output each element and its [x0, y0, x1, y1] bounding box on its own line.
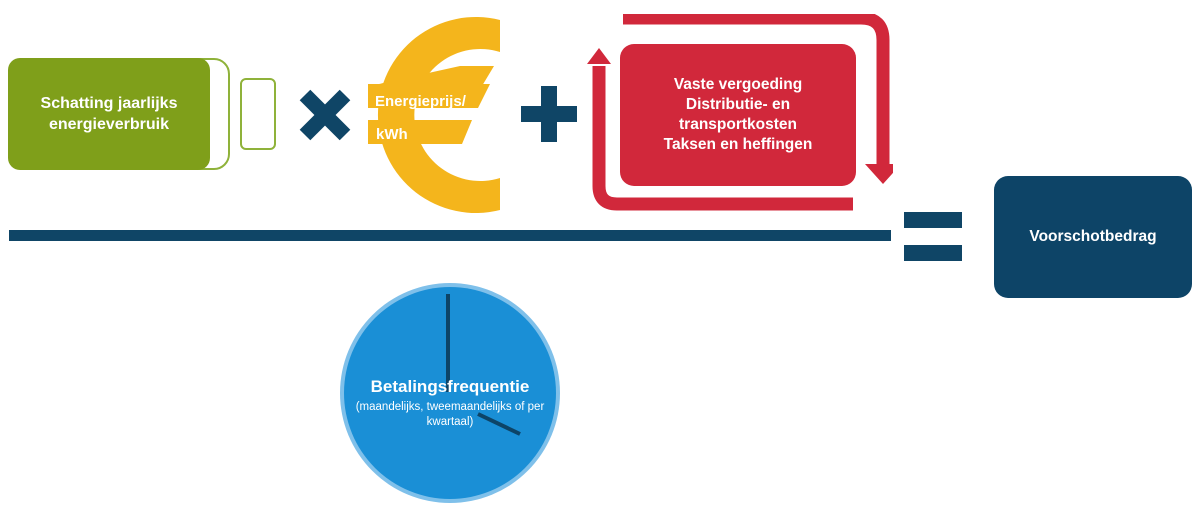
consumption-box: Schatting jaarlijks energieverbruik — [8, 58, 210, 170]
cycle-arrows-icon — [587, 14, 893, 211]
energy-price-line1: Energieprijs/ — [375, 93, 466, 110]
fixed-costs-line: transportkosten — [679, 116, 797, 133]
result-box: Voorschotbedrag — [994, 176, 1192, 298]
fixed-costs-box: Vaste vergoeding Distributie- en transpo… — [620, 44, 856, 186]
result-label: Voorschotbedrag — [1029, 228, 1157, 245]
equals-icon — [904, 245, 962, 261]
payment-frequency-subtitle: (maandelijks, tweemaandelijks of per kwa… — [355, 401, 545, 428]
consumption-label: Schatting jaarlijks energieverbruik — [40, 95, 178, 133]
euro-icon — [368, 16, 500, 214]
battery-cap — [240, 78, 276, 150]
multiply-icon — [299, 89, 351, 141]
plus-icon — [521, 86, 577, 142]
payment-frequency-title: Betalingsfrequentie — [370, 377, 530, 396]
fixed-costs-line: Vaste vergoeding — [673, 76, 803, 93]
fraction-bar — [9, 230, 891, 241]
energy-price-line2: kWh — [376, 126, 408, 143]
equals-icon — [904, 212, 962, 228]
fixed-costs-line: Taksen en heffingen — [663, 136, 813, 153]
fixed-costs-line: Distributie- en — [685, 96, 791, 113]
clock-icon — [340, 283, 560, 503]
